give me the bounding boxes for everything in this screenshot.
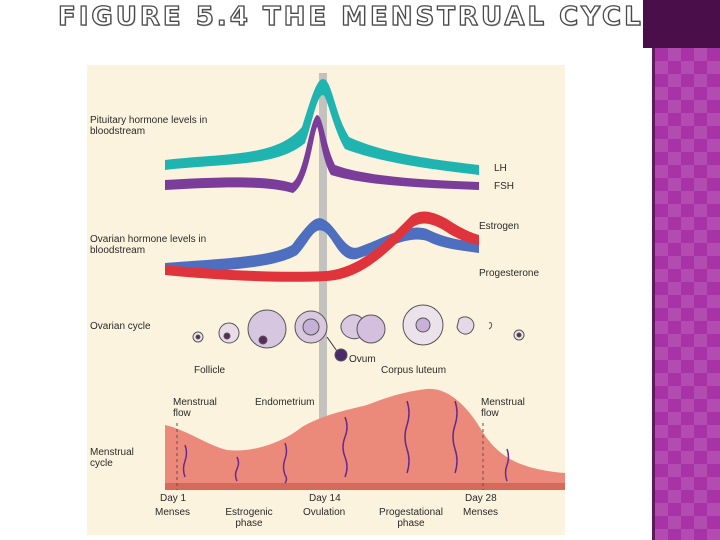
slide-title: FIGURE 5.4 THE MENSTRUAL CYCLE <box>58 2 664 32</box>
menstrual-flow-left-label: Menstrual flow <box>173 397 229 419</box>
estrogenic-phase-label: Estrogenic phase <box>223 507 275 529</box>
ovum-label: Ovum <box>349 354 376 365</box>
ovarian-hormone-section-label: Ovarian hormone levels in bloodstream <box>90 234 208 256</box>
fsh-label: FSH <box>494 181 514 192</box>
progestational-phase-label: Progestational phase <box>371 507 451 529</box>
decorative-side-band <box>643 0 720 540</box>
day28-event-label: Menses <box>463 507 498 518</box>
menstrual-flow-right-label: Menstrual flow <box>481 397 537 419</box>
endometrium-label: Endometrium <box>255 397 314 408</box>
progesterone-label: Progesterone <box>479 268 539 279</box>
estrogen-label: Estrogen <box>479 221 519 232</box>
ovarian-cycle-section-label: Ovarian cycle <box>90 321 151 332</box>
day14-event-label: Ovulation <box>303 507 345 518</box>
menstrual-cycle-section-label: Menstrual cycle <box>90 447 150 469</box>
follicle-label: Follicle <box>194 365 225 376</box>
lh-label: LH <box>494 163 507 174</box>
endometrium-base <box>165 483 565 490</box>
day1-event-label: Menses <box>155 507 190 518</box>
menstrual-cycle-figure: Pituitary hormone levels in bloodstream … <box>87 65 565 535</box>
corpus-luteum-label: Corpus luteum <box>381 365 446 376</box>
day14-label: Day 14 <box>309 493 341 504</box>
day28-label: Day 28 <box>465 493 497 504</box>
pituitary-section-label: Pituitary hormone levels in bloodstream <box>90 115 208 137</box>
ovarian-cycle-follicles <box>193 305 524 361</box>
day1-label: Day 1 <box>160 493 186 504</box>
